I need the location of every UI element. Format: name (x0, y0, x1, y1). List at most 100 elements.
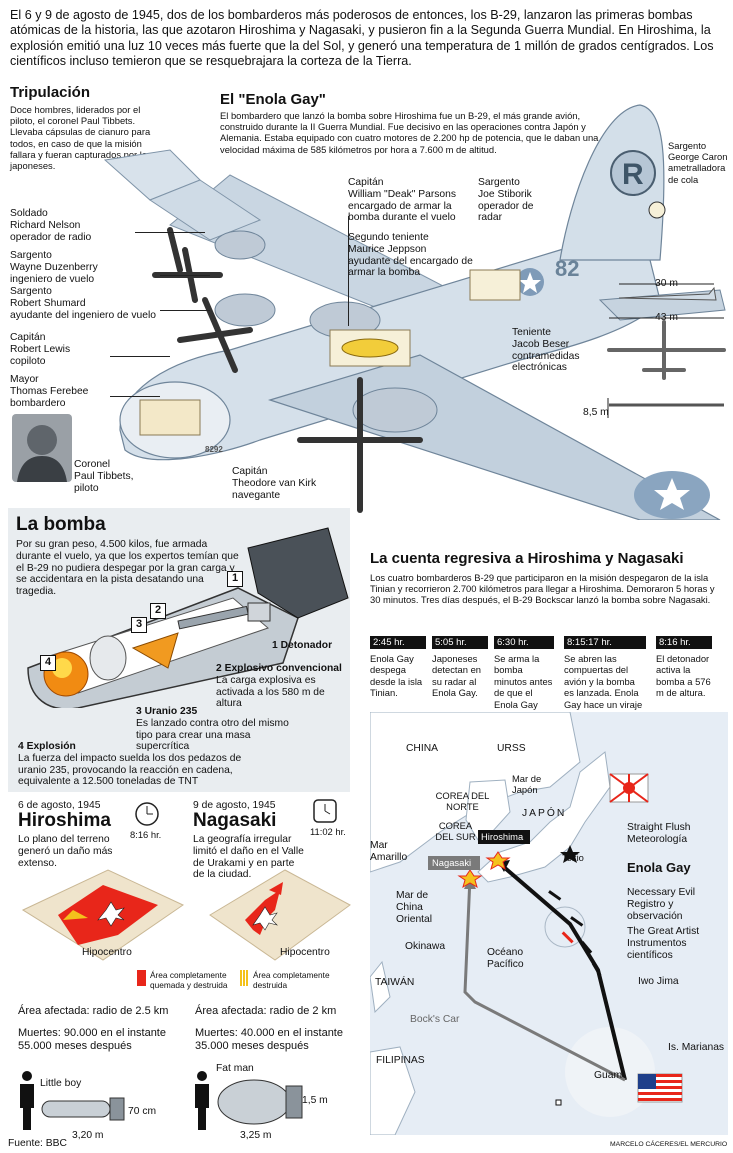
enola-gay-route (496, 860, 627, 1081)
nose-text: 8292 (205, 445, 223, 454)
map-label-straight-flush: Straight Flush Meteorología (627, 822, 691, 845)
map-label-bockscar: Bock's Car (410, 1014, 460, 1025)
hiroshima-damage-map (21, 869, 185, 961)
bomb-cutaway-illustration (27, 527, 349, 708)
person-silhouette-icon (20, 1071, 34, 1130)
nagasaki-damage-map (209, 869, 351, 961)
b29-plane-illustration: R 82 8292 (103, 104, 726, 520)
timeline-item-5: 8:16 hr.El detonador activa la bomba a 5… (656, 636, 712, 699)
nagasaki-deaths-instant: Muertes: 40.000 en el instante (195, 1027, 343, 1039)
clock-icon (313, 799, 337, 823)
person-silhouette-icon (195, 1071, 209, 1130)
map-label-corea-sur: COREA DEL SUR (435, 820, 476, 843)
bomb-title: La bomba (16, 514, 106, 535)
map-label-mar-amarillo: Mar Amarillo (370, 840, 408, 863)
hiroshima-deaths-instant: Muertes: 90.000 en el instante (18, 1027, 166, 1039)
bockscar-route (463, 876, 626, 1082)
bomb-part-2-marker: 2 (150, 603, 166, 619)
countdown-title: La cuenta regresiva a Hiroshima y Nagasa… (370, 550, 684, 567)
nagasaki-name: Nagasaki (193, 810, 277, 831)
tibbets-portrait (12, 414, 72, 482)
engine-3 (352, 387, 438, 433)
mission-route-map (370, 712, 728, 1135)
map-label-guam: Guam (594, 1070, 623, 1081)
little-boy-name: Little boy (40, 1078, 82, 1089)
hiroshima-hypocenter: Hipocentro (82, 947, 132, 958)
map-label-japon: JAPÓN (522, 808, 567, 819)
nagasaki-deaths-later: 35.000 meses después (195, 1040, 309, 1052)
hiroshima-area: Área afectada: radio de 2.5 km (18, 1005, 169, 1017)
map-label-corea-norte: COREA DEL NORTE (435, 790, 490, 813)
explosion-icon (97, 901, 125, 927)
guam-marker (555, 1099, 562, 1106)
enola-text: El bombardero que lanzó la bomba sobre H… (220, 110, 599, 155)
bomb-part-1-title: 1 Detonador (272, 640, 333, 651)
map-label-china: CHINA (406, 743, 439, 754)
map-label-iwo-jima: Iwo Jima (638, 976, 679, 987)
map-label-urss: URSS (497, 743, 526, 754)
countdown-text: Los cuatro bombarderos B-29 que particip… (370, 572, 715, 606)
map-label-marianas: Is. Marianas (668, 1042, 725, 1053)
tail-number: 82 (555, 256, 579, 281)
legend-destroyed-swatch (240, 970, 249, 986)
enola-title: El "Enola Gay" (220, 91, 326, 108)
nagasaki-area: Área afectada: radio de 2 km (195, 1005, 337, 1017)
dim-length: 30 m (655, 278, 678, 289)
philippines (370, 1046, 416, 1135)
map-label-enola-gay: Enola Gay (627, 860, 691, 875)
enola-gay-plane-marker (561, 931, 574, 944)
tail-fin (559, 104, 665, 261)
bomb-in-bay (341, 338, 399, 358)
engine-0 (214, 230, 266, 260)
map-label-tokio: Tokio (562, 852, 584, 863)
hiroshima-date: 6 de agosto, 1945 (18, 800, 101, 811)
map-label-great-artist: The Great Artist Instrumentos científico… (627, 926, 700, 961)
map-label-okinawa: Okinawa (405, 941, 446, 952)
little-boy-height: 70 cm (128, 1106, 157, 1117)
timeline-item-2: 5:05 hr.Japoneses detectan en su radar a… (432, 632, 488, 699)
fat-man-height: 1,5 m (302, 1095, 328, 1106)
us-flag-icon (637, 1073, 683, 1103)
fat-man-silhouette (217, 1079, 303, 1125)
legend-burned-label: Área completamente quemada y destruida (150, 970, 228, 990)
map-label-taiwan: TAIWÁN (375, 977, 415, 988)
star-icon (560, 845, 580, 863)
nagasaki-text: La geografía irregular limitó el daño en… (193, 834, 304, 881)
hiroshima-time: 8:16 hr. (130, 829, 162, 840)
bomb-part-4-marker: 4 (40, 655, 56, 671)
plane-dimension-diagrams (607, 283, 726, 418)
map-label-hiroshima: Hiroshima (481, 831, 524, 842)
tail-circle (610, 150, 656, 196)
little-boy-silhouette (41, 1097, 125, 1121)
rising-sun-flag-icon (609, 773, 649, 803)
fat-man-name: Fat man (216, 1063, 254, 1074)
crew-text: Doce hombres, liderados por el piloto, e… (10, 104, 152, 172)
engine-1 (214, 293, 276, 327)
dim-height: 8,5 m (583, 407, 609, 418)
nagasaki-time: 11:02 hr. (310, 826, 346, 837)
fat-man-length: 3,25 m (240, 1130, 272, 1141)
map-label-filipinas: FILIPINAS (376, 1055, 425, 1066)
nagasaki-hypocenter: Hipocentro (280, 947, 330, 958)
explosion-icon (485, 851, 511, 871)
legend-destroyed-label: Área completamente destruida (253, 970, 330, 990)
bomb-part-1-marker: 1 (227, 571, 243, 587)
crew-title: Tripulación (10, 84, 91, 101)
hiroshima-name: Hiroshima (18, 810, 111, 831)
intro-text: El 6 y 9 de agosto de 1945, dos de los b… (10, 8, 714, 69)
tail-letter: R (622, 158, 644, 191)
taiwan (370, 960, 391, 1014)
rear-crew-compartment (469, 269, 521, 301)
map-label-mar-china: Mar de China Oriental (396, 890, 433, 925)
bomb-text: Por su gran peso, 4.500 kilos, fue armad… (16, 539, 239, 598)
